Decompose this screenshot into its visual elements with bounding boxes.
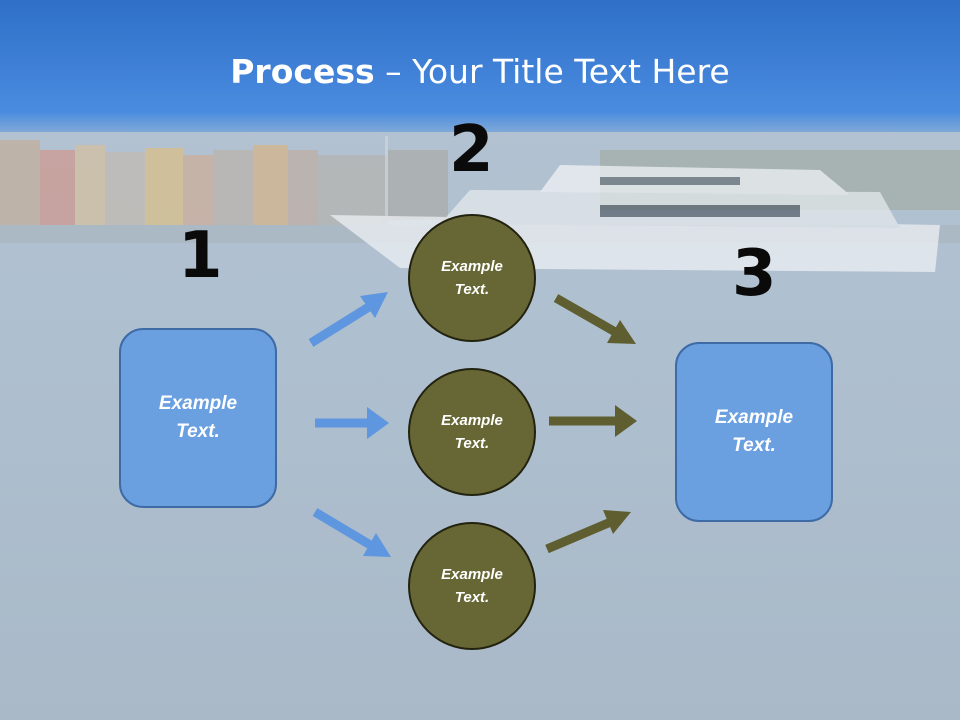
olive-arrow-right <box>549 405 637 437</box>
left-process-box: Example Text. <box>119 328 277 508</box>
step-number-2: 2 <box>449 113 494 187</box>
title-bold-part: Process <box>230 52 375 91</box>
middle-circle-text: Example Text. <box>441 411 503 452</box>
step-number-1: 1 <box>178 219 223 293</box>
bottom-circle-text: Example Text. <box>441 565 503 606</box>
step-number-3: 3 <box>732 237 777 311</box>
top-circle-text: Example Text. <box>441 257 503 298</box>
olive-arrow-down <box>553 294 636 344</box>
blue-arrow-right <box>315 407 389 439</box>
right-box-text: Example Text. <box>714 406 794 457</box>
right-process-box: Example Text. <box>675 342 833 522</box>
slide-title: Process – Your Title Text Here <box>0 52 960 91</box>
middle-circle: Example Text. <box>408 368 536 496</box>
title-rest-part: – Your Title Text Here <box>374 52 730 91</box>
bottom-circle: Example Text. <box>408 522 536 650</box>
blue-arrow-up <box>308 292 388 347</box>
olive-arrow-up <box>545 510 631 554</box>
blue-arrow-down <box>312 508 391 557</box>
top-circle: Example Text. <box>408 214 536 342</box>
left-box-text: Example Text. <box>158 392 238 443</box>
